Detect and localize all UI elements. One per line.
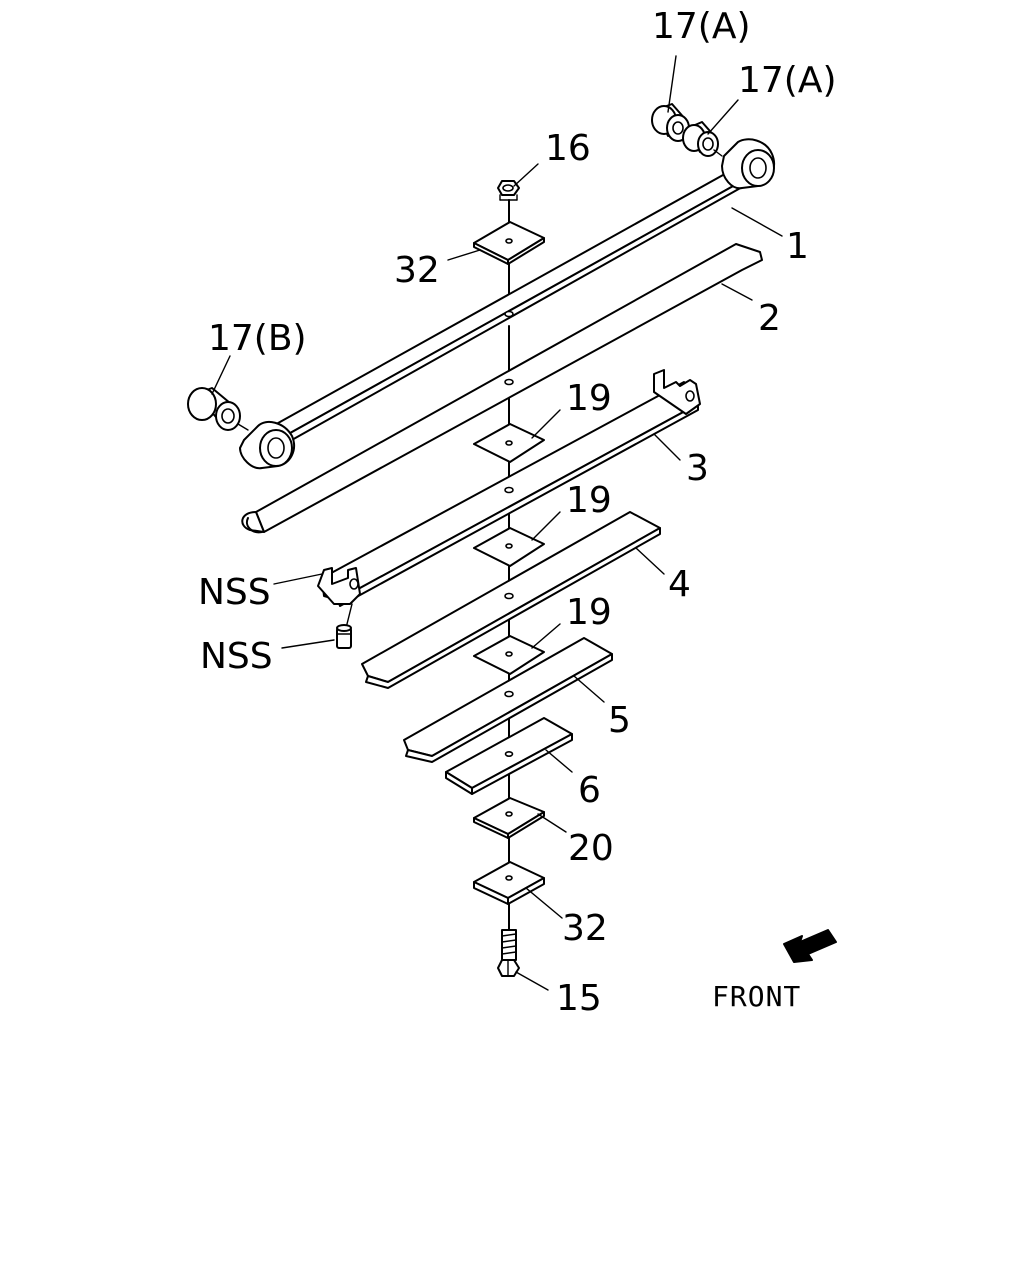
plate-32-bottom bbox=[473, 861, 545, 905]
callout-16: 16 bbox=[545, 128, 591, 169]
spacer-19-first bbox=[473, 423, 545, 463]
front-arrow-icon bbox=[783, 929, 837, 963]
callout-15: 15 bbox=[556, 978, 602, 1019]
plate-20 bbox=[473, 797, 545, 839]
bushing-17b bbox=[187, 387, 249, 431]
callout-1: 1 bbox=[786, 226, 809, 267]
callout-17b: 17(B) bbox=[208, 318, 307, 359]
callout-2: 2 bbox=[758, 298, 781, 339]
callout-4: 4 bbox=[668, 564, 691, 605]
center-bolt-15 bbox=[497, 929, 520, 977]
callout-nss-bolt: NSS bbox=[200, 636, 273, 677]
spacer-19-second bbox=[473, 527, 545, 567]
sixth-leaf-6 bbox=[445, 717, 573, 795]
fifth-leaf-5 bbox=[403, 637, 613, 763]
callout-17a-second: 17(A) bbox=[738, 60, 837, 101]
third-leaf-3 bbox=[317, 369, 701, 607]
second-leaf-2 bbox=[241, 243, 763, 534]
callout-19-third: 19 bbox=[566, 592, 612, 633]
callout-6: 6 bbox=[578, 770, 601, 811]
bushing-17a-upper bbox=[651, 103, 690, 142]
callout-19-second: 19 bbox=[566, 480, 612, 521]
callout-19-first: 19 bbox=[566, 378, 612, 419]
bushing-17a-lower bbox=[682, 121, 723, 157]
leader-lines bbox=[211, 55, 783, 991]
main-leaf-1 bbox=[239, 138, 776, 470]
callout-3: 3 bbox=[686, 448, 709, 489]
nss-bolt bbox=[336, 603, 353, 649]
fourth-leaf-4 bbox=[361, 511, 661, 689]
callout-20: 20 bbox=[568, 828, 614, 869]
plate-32-top bbox=[473, 221, 545, 265]
nut-16 bbox=[497, 180, 520, 201]
callout-32-top: 32 bbox=[394, 250, 440, 291]
callout-32-bottom: 32 bbox=[562, 908, 608, 949]
spacer-19-third bbox=[473, 635, 545, 675]
callout-17a-top: 17(A) bbox=[652, 6, 751, 47]
callout-nss-bracket: NSS bbox=[198, 572, 271, 613]
callout-5: 5 bbox=[608, 700, 631, 741]
front-label: FRONT bbox=[712, 980, 801, 1013]
